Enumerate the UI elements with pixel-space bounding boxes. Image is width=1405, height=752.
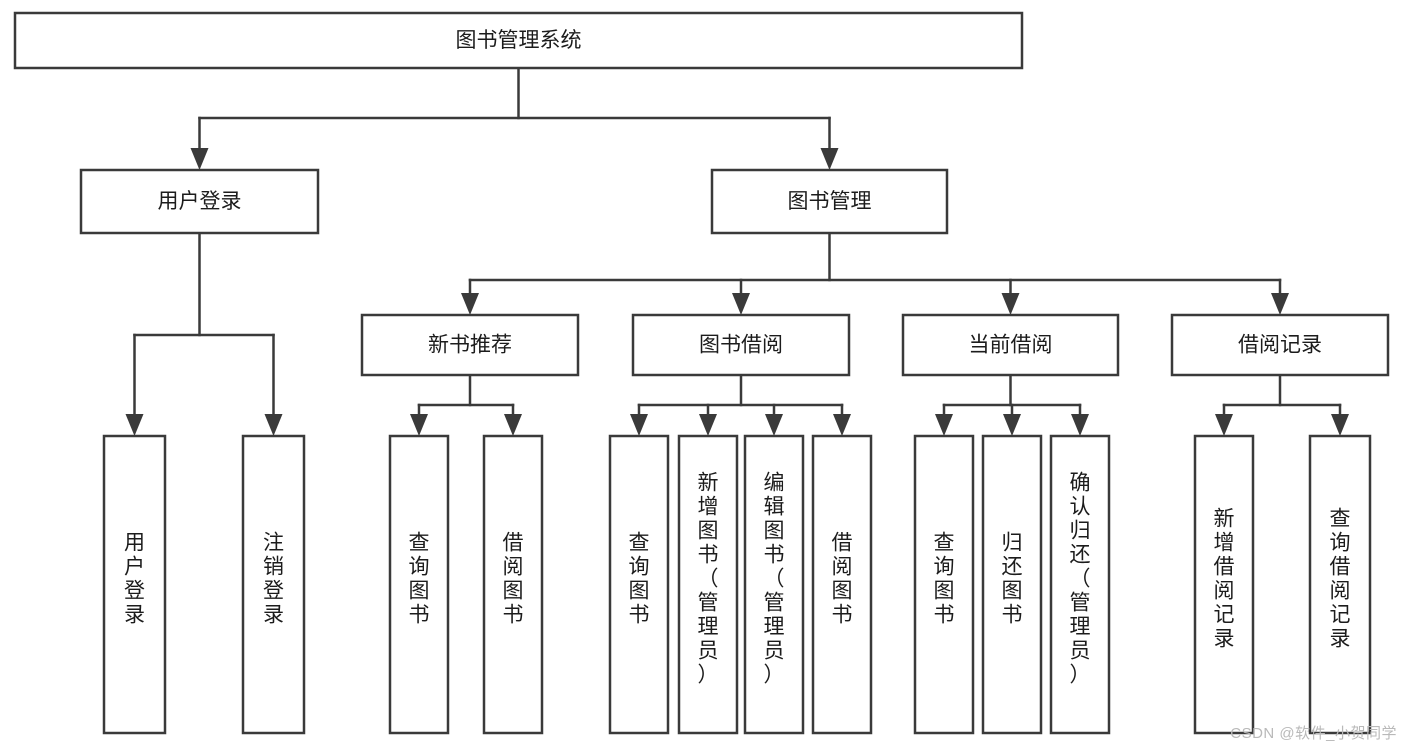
node-l2-0[interactable]: 新书推荐	[360, 313, 580, 377]
node-leaf-2[interactable]: 查询图书	[388, 434, 450, 735]
node-l2-1-label: 图书借阅	[699, 334, 783, 357]
node-l2-1-box[interactable]	[631, 313, 851, 377]
node-leaf-6[interactable]: 编辑图书（管理员）	[743, 434, 805, 735]
arrow-head-icon	[1001, 293, 1020, 315]
arrow-head-icon	[935, 414, 953, 436]
arrow-head-icon	[410, 414, 428, 436]
arrow-head-icon	[732, 293, 750, 315]
node-l2-0-label: 新书推荐	[428, 334, 512, 357]
node-leaf-1[interactable]: 注销登录	[241, 434, 306, 735]
arrow-head-icon	[1071, 414, 1089, 436]
node-leaf-9-label: 归还图书	[1002, 532, 1023, 627]
arrow-head-icon	[833, 414, 851, 436]
nodes-layer: 图书管理系统用户登录图书管理新书推荐图书借阅当前借阅借阅记录用户登录注销登录查询…	[13, 11, 1390, 735]
node-leaf-8[interactable]: 查询图书	[913, 434, 975, 735]
arrow-head-icon	[1215, 414, 1233, 436]
node-l1-1-box[interactable]	[710, 168, 949, 235]
node-leaf-3[interactable]: 借阅图书	[482, 434, 544, 735]
node-leaf-1-label: 注销登录	[263, 532, 284, 627]
node-leaf-0-label: 用户登录	[124, 532, 145, 627]
node-root-label: 图书管理系统	[456, 29, 582, 52]
node-l1-0-label: 用户登录	[158, 190, 242, 213]
connectors-layer	[125, 66, 1349, 436]
arrow-head-icon	[461, 293, 479, 315]
arrow-head-icon	[1003, 414, 1021, 436]
node-leaf-12-box[interactable]	[1308, 434, 1372, 735]
arrow-head-icon	[264, 414, 283, 436]
node-l2-0-box[interactable]	[360, 313, 580, 377]
node-root[interactable]: 图书管理系统	[13, 11, 1024, 70]
node-l1-1-label: 图书管理	[788, 190, 872, 213]
watermark-label: CSDN @软件_小贺同学	[1230, 725, 1397, 742]
node-l2-1[interactable]: 图书借阅	[631, 313, 851, 377]
node-leaf-11-label: 新增借阅记录	[1214, 508, 1235, 651]
node-l2-3-box[interactable]	[1170, 313, 1390, 377]
node-leaf-10[interactable]: 确认归还（管理员）	[1049, 434, 1111, 735]
arrow-head-icon	[820, 148, 839, 170]
node-leaf-11[interactable]: 新增借阅记录	[1193, 434, 1255, 735]
node-leaf-0[interactable]: 用户登录	[102, 434, 167, 735]
node-leaf-3-label: 借阅图书	[503, 532, 524, 627]
node-l1-1[interactable]: 图书管理	[710, 168, 949, 235]
node-leaf-5-label: 新增图书（管理员）	[698, 472, 719, 687]
node-leaf-10-box[interactable]	[1049, 434, 1111, 735]
arrow-head-icon	[504, 414, 522, 436]
node-leaf-2-label: 查询图书	[409, 532, 430, 627]
node-leaf-3-box[interactable]	[482, 434, 544, 735]
node-leaf-7[interactable]: 借阅图书	[811, 434, 873, 735]
node-l2-3[interactable]: 借阅记录	[1170, 313, 1390, 377]
arrow-head-icon	[190, 148, 209, 170]
node-leaf-5[interactable]: 新增图书（管理员）	[677, 434, 739, 735]
arrow-head-icon	[1331, 414, 1349, 436]
node-leaf-8-label: 查询图书	[934, 532, 955, 627]
arrow-head-icon	[630, 414, 648, 436]
arrow-head-icon	[1271, 293, 1289, 315]
node-leaf-4-box[interactable]	[608, 434, 670, 735]
node-leaf-9[interactable]: 归还图书	[981, 434, 1043, 735]
node-leaf-4-label: 查询图书	[629, 532, 650, 627]
node-leaf-6-box[interactable]	[743, 434, 805, 735]
node-l2-2-box[interactable]	[901, 313, 1120, 377]
node-leaf-1-box[interactable]	[241, 434, 306, 735]
node-leaf-10-label: 确认归还（管理员）	[1070, 472, 1091, 687]
node-l1-0[interactable]: 用户登录	[79, 168, 320, 235]
node-leaf-12[interactable]: 查询借阅记录	[1308, 434, 1372, 735]
arrow-head-icon	[699, 414, 717, 436]
node-leaf-0-box[interactable]	[102, 434, 167, 735]
node-leaf-12-label: 查询借阅记录	[1330, 508, 1351, 651]
node-leaf-4[interactable]: 查询图书	[608, 434, 670, 735]
node-l2-3-label: 借阅记录	[1238, 334, 1322, 357]
node-leaf-8-box[interactable]	[913, 434, 975, 735]
node-leaf-6-label: 编辑图书（管理员）	[764, 472, 785, 687]
arrow-head-icon	[765, 414, 783, 436]
node-leaf-11-box[interactable]	[1193, 434, 1255, 735]
arrow-head-icon	[125, 414, 144, 436]
node-leaf-7-box[interactable]	[811, 434, 873, 735]
node-l1-0-box[interactable]	[79, 168, 320, 235]
node-leaf-2-box[interactable]	[388, 434, 450, 735]
node-l2-2-label: 当前借阅	[969, 334, 1053, 357]
node-leaf-9-box[interactable]	[981, 434, 1043, 735]
node-leaf-7-label: 借阅图书	[832, 532, 853, 627]
node-root-box[interactable]	[13, 11, 1024, 70]
node-leaf-5-box[interactable]	[677, 434, 739, 735]
node-l2-2[interactable]: 当前借阅	[901, 313, 1120, 377]
